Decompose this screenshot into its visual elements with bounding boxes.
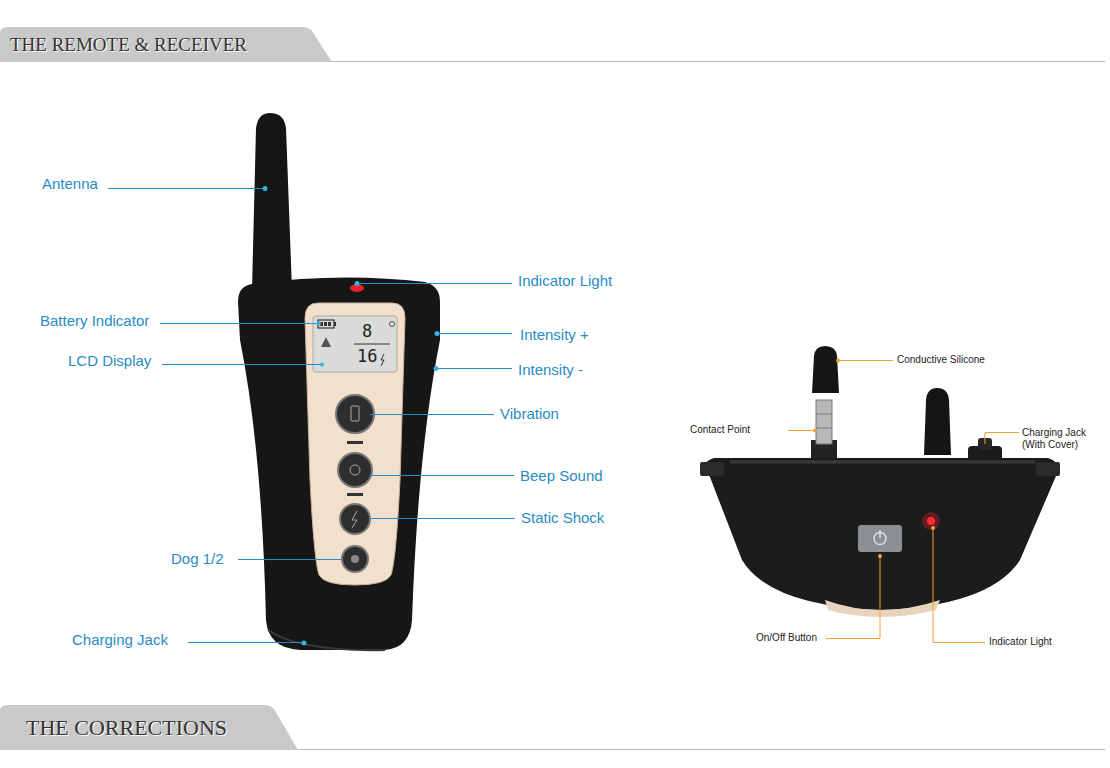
leader-dots: [263, 186, 440, 646]
beep-icon: [350, 465, 360, 475]
part-label: Charging Jack: [72, 631, 168, 648]
shock-icon: [352, 511, 357, 528]
dog-icon: [321, 337, 331, 347]
leader-lines: [108, 189, 515, 643]
part-label: Dog 1/2: [171, 550, 224, 567]
indicator-glow: [922, 512, 940, 530]
part-label: Indicator Light: [518, 272, 612, 289]
part-label: Antenna: [42, 175, 98, 192]
shock-button: [340, 504, 370, 534]
part-label: Conductive Silicone: [897, 354, 985, 366]
dog-icon: [351, 555, 359, 563]
receiver-rim: [730, 461, 1035, 464]
battery-icon: [334, 322, 336, 326]
button-divider: [347, 441, 363, 444]
part-label: Intensity +: [520, 326, 589, 343]
battery-icon: [318, 320, 334, 328]
contact-point: [816, 400, 832, 444]
leader-dots: [813, 359, 935, 559]
lcd-divider: [354, 343, 390, 344]
part-label: Intensity -: [518, 361, 583, 378]
header-rule: [290, 749, 1105, 750]
antenna: [252, 113, 292, 290]
conductive-silicone: [924, 388, 951, 455]
part-label: Indicator Light: [989, 636, 1052, 648]
battery-icon: [328, 322, 331, 326]
section-title: THE REMOTE & RECEIVER: [0, 27, 332, 62]
conductive-silicone: [812, 346, 839, 393]
remote-body: [238, 277, 440, 650]
part-label: Beep Sound: [520, 467, 603, 484]
section-band: THE REMOTE & RECEIVER: [0, 27, 332, 62]
lcd-reading: 8: [362, 322, 372, 342]
contact-thread: [816, 414, 832, 415]
lcd-screen: [313, 316, 397, 372]
vibration-button: [336, 395, 374, 433]
part-label: Static Shock: [521, 509, 604, 526]
face-plate: [305, 303, 405, 585]
lcd-icon: [390, 322, 395, 327]
vibration-icon: [351, 406, 359, 421]
battery-icon: [324, 322, 327, 326]
lcd-icon: [381, 354, 384, 366]
contact-thread: [816, 428, 832, 429]
power-icon: [879, 530, 881, 538]
part-label: On/Off Button: [756, 632, 817, 644]
receiver-bottom: [825, 600, 940, 617]
strap-slot: [1036, 462, 1060, 476]
part-label: Vibration: [500, 405, 559, 422]
section-band: THE CORRECTIONS: [0, 705, 298, 750]
header-rule: [320, 61, 1105, 62]
power-button: [858, 525, 902, 552]
receiver-body: [705, 458, 1058, 610]
part-label: Battery Indicator: [40, 312, 149, 329]
button-divider: [347, 493, 363, 496]
beep-button: [338, 453, 372, 487]
part-label: LCD Display: [68, 352, 151, 369]
band-shape: [0, 705, 298, 750]
part-label: Charging Jack (With Cover): [1022, 427, 1102, 450]
indicator-light: [927, 517, 935, 525]
remote-edge: [268, 630, 385, 650]
dog-button: [342, 546, 368, 572]
strap-slot: [700, 462, 724, 476]
section-title: THE CORRECTIONS: [0, 705, 298, 750]
part-label: Contact Point: [690, 424, 750, 436]
band-shape: [0, 27, 332, 62]
leader-lines: [788, 361, 1019, 643]
lcd-reading: 16: [357, 347, 377, 367]
